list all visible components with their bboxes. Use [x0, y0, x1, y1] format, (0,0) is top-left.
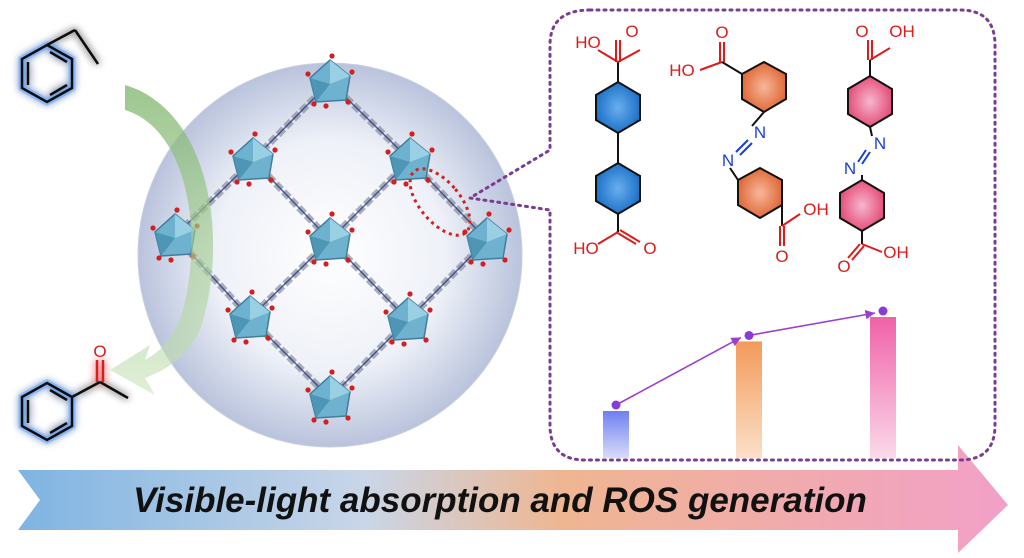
ros-bar-3	[870, 317, 896, 458]
oxygen-atom	[329, 211, 335, 217]
oxygen-atom	[349, 69, 355, 75]
oxygen-atom	[311, 417, 317, 423]
oxygen-atom	[174, 207, 180, 213]
oxygen-atom	[385, 149, 391, 155]
oxygen-atom	[383, 309, 389, 315]
oxygen-atom	[323, 261, 329, 267]
zr-cluster-node	[228, 131, 278, 187]
zr-cluster-node	[305, 211, 355, 267]
oxygen-atom	[429, 147, 435, 153]
linker2-bottom-oxygen: O	[775, 247, 788, 266]
oxygen-atom	[345, 257, 351, 263]
oxygen-atom	[305, 229, 311, 235]
oxygen-atom	[228, 149, 234, 155]
oxygen-atom	[234, 179, 240, 185]
linker3-top-hydroxyl: OH	[889, 22, 915, 41]
banner-arrow	[18, 445, 1008, 553]
oxygen-atom	[480, 261, 486, 267]
linker2-bottom-hydroxyl: OH	[803, 200, 829, 219]
linker3-nitrogen-1: N	[874, 134, 886, 153]
trend-point	[611, 400, 621, 410]
oxygen-atom	[268, 177, 274, 183]
ethylbenzene-molecule	[18, 28, 100, 107]
linker-meta-azobenzene	[699, 42, 801, 246]
ros-bar-2	[736, 341, 762, 458]
oxygen-atom	[225, 307, 231, 313]
oxygen-atom	[246, 181, 252, 187]
acetophenone-molecule	[18, 360, 129, 445]
oxygen-atom	[243, 339, 249, 345]
linker1-top-oxygen: O	[625, 22, 638, 41]
oxygen-atom	[403, 181, 409, 187]
oxygen-atom	[323, 419, 329, 425]
oxygen-atom	[323, 103, 329, 109]
oxygen-atom	[156, 255, 162, 261]
zr-cluster-node	[383, 291, 433, 347]
oxygen-atom	[150, 225, 156, 231]
linker1-bottom-hydroxyl: HO	[573, 239, 599, 258]
linker1-top-hydroxyl: HO	[575, 33, 601, 52]
linker1-bottom-oxygen: O	[643, 239, 656, 258]
trend-point	[878, 306, 888, 316]
oxygen-atom	[409, 131, 415, 137]
zr-cluster-node	[305, 369, 355, 425]
oxygen-atom	[252, 131, 258, 137]
mof-sphere	[137, 53, 523, 448]
oxygen-atom	[401, 341, 407, 347]
linker-para-azobenzene	[839, 40, 893, 261]
oxygen-atom	[425, 177, 431, 183]
oxygen-atom	[231, 337, 237, 343]
zr-cluster-node	[225, 289, 275, 345]
trend-arrow-segment	[748, 309, 876, 337]
linker3-nitrogen-2: N	[844, 159, 856, 178]
oxygen-atom	[265, 335, 271, 341]
linker2-nitrogen-2: N	[722, 151, 734, 170]
product-oxygen-label: O	[93, 342, 106, 361]
oxygen-atom	[427, 307, 433, 313]
oxygen-atom	[349, 227, 355, 233]
linker2-nitrogen-1: N	[754, 123, 766, 142]
oxygen-atom	[329, 369, 335, 375]
linker-biphenyl	[595, 40, 641, 245]
zr-cluster-node	[385, 131, 435, 187]
banner-title: Visible-light absorption and ROS generat…	[133, 481, 867, 520]
oxygen-atom	[305, 71, 311, 77]
oxygen-atom	[407, 291, 413, 297]
linker3-top-oxygen: O	[855, 22, 868, 41]
oxygen-atom	[269, 305, 275, 311]
linker3-bottom-hydroxyl: OH	[883, 243, 909, 262]
oxygen-atom	[329, 53, 335, 59]
oxygen-atom	[168, 257, 174, 263]
zr-cluster-node	[150, 207, 200, 263]
oxygen-atom	[502, 257, 508, 263]
oxygen-atom	[391, 179, 397, 185]
highlighted-linker-ellipse	[408, 167, 472, 237]
oxygen-atom	[249, 289, 255, 295]
linker2-top-hydroxyl: HO	[669, 61, 695, 80]
linker3-bottom-oxygen: O	[837, 257, 850, 276]
zr-cluster-node	[305, 53, 355, 109]
reaction-arrow	[110, 85, 214, 395]
oxygen-atom	[389, 339, 395, 345]
oxygen-atom	[272, 147, 278, 153]
oxygen-atom	[349, 385, 355, 391]
oxygen-atom	[311, 259, 317, 265]
linker2-top-oxygen: O	[715, 23, 728, 42]
oxygen-atom	[305, 387, 311, 393]
oxygen-atom	[423, 337, 429, 343]
trend-arrow-segment	[615, 336, 742, 406]
oxygen-atom	[311, 101, 317, 107]
ros-bar-chart	[603, 306, 896, 458]
linker-callout-frame	[465, 8, 997, 462]
oxygen-atom	[345, 99, 351, 105]
ros-bar-1	[603, 411, 629, 458]
oxygen-atom	[486, 211, 492, 217]
oxygen-atom	[345, 415, 351, 421]
oxygen-atom	[468, 259, 474, 265]
zr-cluster-node	[462, 211, 512, 267]
oxygen-atom	[506, 227, 512, 233]
trend-point	[744, 330, 754, 340]
mof-framework	[150, 53, 512, 425]
